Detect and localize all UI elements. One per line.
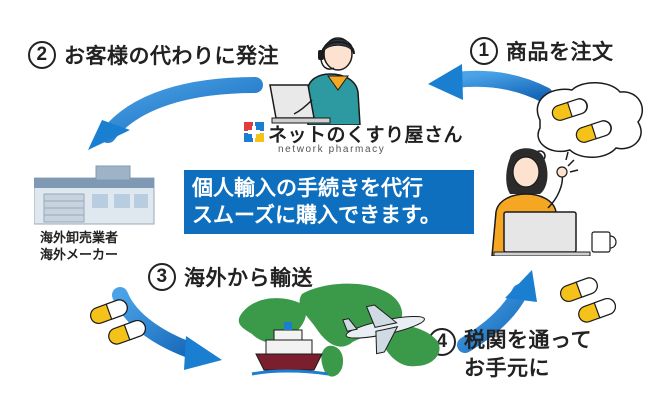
arrow-customer-to-shop-head <box>428 64 463 100</box>
arrow-order-to-supplier <box>100 77 263 143</box>
supplier-line1: 海外卸売業者 <box>40 231 119 246</box>
step-2-label: お客様の代わりに発注 <box>64 44 279 68</box>
arrow-shipping-to-customer-head <box>505 270 537 302</box>
shop-logo: ネットのくすり屋さん network pharmacy <box>244 120 474 160</box>
airplane-icon <box>342 304 425 355</box>
customer-illustration <box>491 148 617 256</box>
cargo-ship-icon <box>251 322 329 376</box>
world-map-shipping-illustration <box>238 283 440 377</box>
capsules-left-icon <box>90 299 146 345</box>
step-3-title: 3 海外から輸送 <box>148 262 313 292</box>
step-3-label: 海外から輸送 <box>184 266 313 290</box>
service-banner: 個人輸入の手続きを代行 スムーズに購入できます。 <box>184 170 474 234</box>
arrow-customer-to-shop <box>447 70 553 103</box>
step-3-number: 3 <box>148 263 176 291</box>
step-4-label-line2: お手元に <box>464 356 550 380</box>
operator-illustration <box>269 37 361 125</box>
capsules-bubble-icon <box>551 98 612 143</box>
banner-line1: 個人輸入の手続きを代行 <box>192 176 423 200</box>
step-4-label-line1: 税関を通って <box>464 328 592 352</box>
logo-name: ネットのくすり屋さん <box>268 124 464 146</box>
step-2-number: 2 <box>28 41 56 69</box>
arrow-supplier-to-shipping-head <box>184 336 222 370</box>
step-1-label: 商品を注文 <box>506 40 614 64</box>
step-1-title: 1 商品を注文 <box>470 36 614 66</box>
banner-line2: スムーズに購入できます。 <box>192 203 441 227</box>
supplier-label: 海外卸売業者 海外メーカー <box>40 230 118 264</box>
logo-subtitle: network pharmacy <box>278 144 386 155</box>
pharmacy-logo-icon <box>244 122 264 142</box>
warehouse-icon <box>34 165 155 225</box>
step-2-title: 2 お客様の代わりに発注 <box>28 40 279 70</box>
supplier-line2: 海外メーカー <box>40 248 119 263</box>
step-1-number: 1 <box>470 37 498 65</box>
step-4-title: 4 税関を通って お手元に <box>428 326 592 382</box>
capsules-right-icon <box>560 277 616 323</box>
arrow-order-to-supplier-head <box>88 120 130 150</box>
